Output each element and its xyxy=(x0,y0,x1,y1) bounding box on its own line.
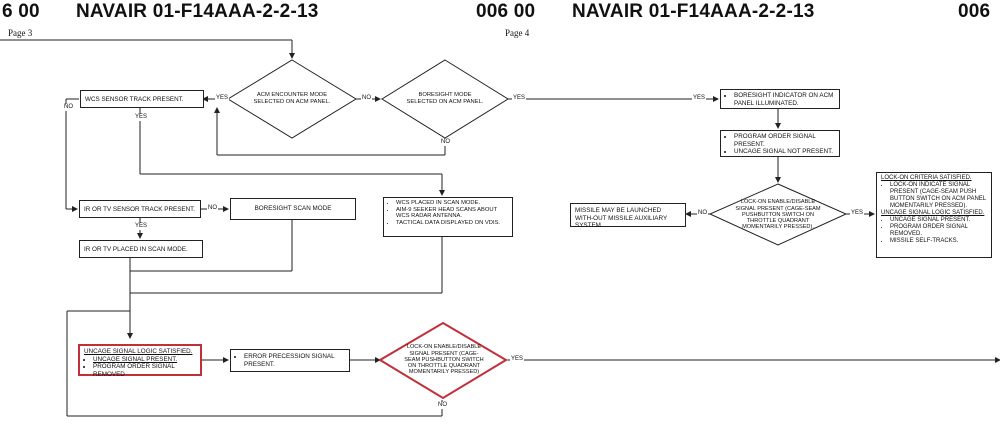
uncage-item: PROGRAM ORDER SIGNAL REMOVED xyxy=(93,363,196,378)
middle-section-code: 006 00 xyxy=(476,1,536,22)
boresight-no-label: NO xyxy=(440,139,451,146)
lockon-criteria-box: LOCK-ON CRITERIA SATISFIED. LOCK-ON INDI… xyxy=(876,172,992,258)
lockon-right-decision xyxy=(708,183,848,246)
uncage-logic-item: PROGRAM ORDER SIGNAL REMOVED. xyxy=(890,224,987,238)
error-precession-text: ERROR PRECESSION SIGNAL PRESENT. xyxy=(244,353,345,368)
ir-tv-track-text: IR OR TV SENSOR TRACK PRESENT. xyxy=(84,206,196,213)
lockon-right-text: LOCK-ON ENABLE/DISABLE SIGNAL PRESENT (C… xyxy=(735,199,821,231)
missile-auxiliary-box: MISSILE MAY BE LAUNCHED WITH-OUT MISSILE… xyxy=(570,203,686,230)
right-document-title: NAVAIR 01-F14AAA-2-2-13 xyxy=(572,1,815,22)
lockon-left-text: LOCK-ON ENABLE/DISABLE SIGNAL PRESENT (C… xyxy=(404,344,484,376)
boresight-scan-text: BORESIGHT SCAN MODE xyxy=(254,205,332,213)
boresight-yes-right-label: YES xyxy=(692,95,707,102)
lockon-right-no-label: NO xyxy=(697,210,708,217)
acm-yes-label: YES xyxy=(215,95,230,102)
left-document-title: NAVAIR 01-F14AAA-2-2-13 xyxy=(76,1,319,22)
lockon-left-yes-label: YES xyxy=(510,356,525,363)
left-section-code: 6 00 xyxy=(2,1,40,22)
boresight-decision-text: BORESIGHT MODE SELECTED ON ACM PANEL. xyxy=(406,92,484,105)
left-page-number: Page 3 xyxy=(8,28,33,38)
right-section-code: 006 xyxy=(958,1,991,22)
ir-tv-no-label: NO xyxy=(207,205,218,212)
wcs-yes-label: YES xyxy=(134,114,149,121)
acm-no-label: NO xyxy=(361,95,372,102)
program-order-item: PROGRAM ORDER SIGNAL PRESENT. xyxy=(734,133,835,148)
boresight-indicator-box: BORESIGHT INDICATOR ON ACM PANEL ILLUMIN… xyxy=(720,89,840,109)
ir-tv-scan-text: IR OR TV PLACED IN SCAN MODE. xyxy=(84,246,188,253)
program-order-item: UNCAGE SIGNAL NOT PRESENT. xyxy=(734,148,835,156)
boresight-yes-label: YES xyxy=(512,95,527,102)
wcs-scan-item: WCS PLACED IN SCAN MODE. xyxy=(396,200,509,207)
uncage-item: UNCAGE SIGNAL PRESENT. xyxy=(93,356,196,364)
lockon-criteria-item: LOCK-ON INDICATE SIGNAL PRESENT (CAGE-SE… xyxy=(890,182,987,210)
uncage-logic-item: MISSILE SELF-TRACKS. xyxy=(890,238,987,245)
program-order-box: PROGRAM ORDER SIGNAL PRESENT. UNCAGE SIG… xyxy=(720,130,840,157)
uncage-logic-item: UNCAGE SIGNAL PRESENT. xyxy=(890,217,987,224)
uncage-title: UNCAGE SIGNAL LOGIC SATISFIED. xyxy=(84,348,193,355)
error-precession-box: ERROR PRECESSION SIGNAL PRESENT. xyxy=(230,349,350,372)
boresight-scan-box: BORESIGHT SCAN MODE xyxy=(230,198,356,220)
lockon-right-yes-label: YES xyxy=(850,210,865,217)
uncage-logic-title: UNCAGE SIGNAL LOGIC SATISFIED. xyxy=(881,210,985,216)
ir-tv-track-box: IR OR TV SENSOR TRACK PRESENT. xyxy=(79,200,201,218)
wcs-sensor-track-text: WCS SENSOR TRACK PRESENT. xyxy=(85,96,184,103)
wcs-scan-mode-box: WCS PLACED IN SCAN MODE. AIM-9 SEEKER HE… xyxy=(383,197,513,237)
uncage-logic-box: UNCAGE SIGNAL LOGIC SATISFIED. UNCAGE SI… xyxy=(78,344,202,378)
lockon-criteria-title: LOCK-ON CRITERIA SATISFIED. xyxy=(881,175,972,181)
wcs-no-label: NO xyxy=(63,104,74,111)
ir-tv-yes-label: YES xyxy=(134,223,149,230)
wcs-sensor-track-box: WCS SENSOR TRACK PRESENT. xyxy=(80,90,204,108)
right-page-number: Page 4 xyxy=(505,28,530,38)
boresight-indicator-text: BORESIGHT INDICATOR ON ACM PANEL ILLUMIN… xyxy=(734,92,835,107)
lockon-left-no-label: NO xyxy=(437,402,448,409)
ir-tv-scan-box: IR OR TV PLACED IN SCAN MODE. xyxy=(79,240,203,258)
acm-mode-decision xyxy=(227,59,357,139)
missile-auxiliary-text: MISSILE MAY BE LAUNCHED WITH-OUT MISSILE… xyxy=(575,207,668,230)
acm-decision-text: ACM ENCOUNTER MODE SELECTED ON ACM PANEL… xyxy=(253,92,331,105)
wcs-scan-item: AIM-9 SEEKER HEAD SCANS ABOUT WCS RADAR … xyxy=(396,207,509,220)
wcs-scan-item: TACTICAL DATA DISPLAYED ON VDIS. xyxy=(396,220,509,227)
lockon-left-decision xyxy=(378,321,508,400)
